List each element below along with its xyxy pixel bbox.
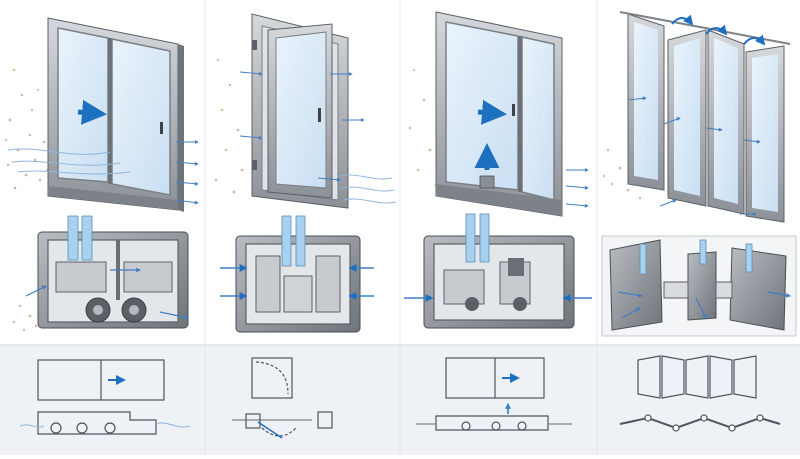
section-casement xyxy=(220,215,374,333)
airflow-lines xyxy=(339,174,397,204)
slide-direction-arrow xyxy=(477,99,507,125)
dust-particles xyxy=(408,68,438,187)
dust-particles xyxy=(12,304,38,332)
slide-direction-arrow xyxy=(77,99,107,125)
panel-casement xyxy=(214,13,397,209)
airflow-lines xyxy=(7,148,131,175)
air-exit-arrows xyxy=(565,168,589,208)
air-exit-arrows xyxy=(175,140,199,205)
column-dividers xyxy=(204,0,598,455)
sliding-window xyxy=(47,17,184,212)
section-lift-slide xyxy=(404,213,592,329)
section-sliding xyxy=(12,215,189,332)
fold-arrows xyxy=(671,14,766,46)
schematic-casement xyxy=(232,357,333,439)
schematic-folding xyxy=(619,355,781,432)
casement-window xyxy=(251,13,349,209)
bifold-window xyxy=(619,11,791,223)
air-arrows xyxy=(239,71,365,182)
panel-lift-slide xyxy=(408,11,589,217)
panel-sliding xyxy=(4,17,199,212)
schematic-sliding xyxy=(19,359,191,435)
air-arrows xyxy=(627,96,761,216)
dust-particles xyxy=(602,148,642,200)
panel-folding xyxy=(602,11,791,223)
dust-particles xyxy=(214,58,244,194)
schematic-lift-slide xyxy=(416,357,572,431)
section-folding xyxy=(601,235,797,337)
